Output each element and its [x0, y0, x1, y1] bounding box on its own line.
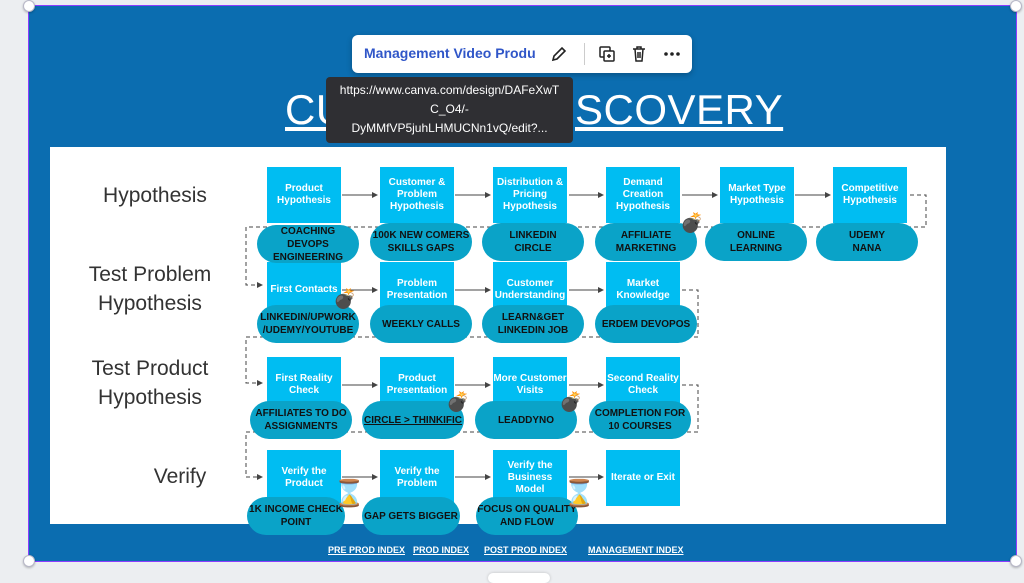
link-pre-prod-index[interactable]: PRE PROD INDEX	[328, 545, 406, 555]
step-box: Customer & Problem Hypothesis	[380, 167, 454, 223]
slide-title-right: SCOVERY	[575, 86, 784, 133]
step-box: Verify the Problem	[380, 450, 454, 506]
bomb-icon: 💣	[680, 213, 704, 234]
step-box: Distribution & Pricing Hypothesis	[493, 167, 567, 223]
annotation-pill[interactable]: FOCUS ON QUALITY AND FLOW	[476, 497, 578, 535]
annotation-pill[interactable]: GAP GETS BIGGER	[362, 497, 460, 535]
step-box: Demand Creation Hypothesis	[606, 167, 680, 223]
row-label-test-product: Test Product Hypothesis	[91, 357, 209, 409]
toolbar-separator	[584, 43, 585, 65]
tooltip-line: C_O4/-	[430, 102, 469, 116]
resize-handle-top-right[interactable]	[1010, 0, 1022, 12]
annotation-pill[interactable]: AFFILIATE MARKETING	[595, 223, 697, 261]
hourglass-icon: ⌛	[563, 478, 596, 508]
pencil-icon[interactable]	[548, 43, 570, 65]
annotation-pill[interactable]: WEEKLY CALLS	[370, 305, 472, 343]
step-box: Verify the Product	[267, 450, 341, 506]
step-box: Competitive Hypothesis	[833, 167, 907, 223]
row-label-verify: Verify	[153, 465, 207, 488]
annotation-pill[interactable]: LINKEDIN CIRCLE	[482, 223, 584, 261]
annotation-pill[interactable]: 1K INCOME CHECK POINT	[247, 497, 345, 535]
annotation-pill[interactable]: UDEMY NANA	[816, 223, 918, 261]
flow-connectors	[245, 192, 927, 480]
url-tooltip: https://www.canva.com/design/DAFeXwT C_O…	[326, 77, 573, 143]
annotation-pill[interactable]: ONLINE LEARNING	[705, 223, 807, 261]
step-box: Iterate or Exit	[606, 450, 680, 506]
resize-handle-bottom-right[interactable]	[1010, 555, 1022, 567]
annotation-pill[interactable]: COACHING DEVOPS ENGINEERING	[257, 225, 359, 263]
annotation-pill[interactable]: CIRCLE > THINKIFIC	[362, 401, 464, 439]
page-scroll-handle[interactable]	[488, 573, 550, 583]
bomb-icon: 💣	[559, 392, 583, 413]
resize-handle-bottom-left[interactable]	[23, 555, 35, 567]
annotation-pill[interactable]: ERDEM DEVOPOS	[595, 305, 697, 343]
hourglass-icon: ⌛	[333, 478, 366, 508]
resize-handle-top-left[interactable]	[23, 0, 35, 12]
trash-icon[interactable]	[628, 43, 650, 65]
tooltip-line: https://www.canva.com/design/DAFeXwT	[339, 83, 560, 97]
more-dots-icon[interactable]	[661, 43, 683, 65]
link-post-prod-index[interactable]: POST PROD INDEX	[484, 545, 568, 555]
annotation-pill[interactable]: LINKEDIN/UPWORK /UDEMY/YOUTUBE	[257, 305, 359, 343]
step-box: Product Hypothesis	[267, 167, 341, 223]
bomb-icon: 💣	[446, 392, 470, 413]
tooltip-line: DyMMfVP5juhLHMUCNn1vQ/edit?...	[351, 121, 548, 135]
link-management-index[interactable]: MANAGEMENT INDEX	[588, 545, 684, 555]
annotation-pill[interactable]: 100K NEW COMERS SKILLS GAPS	[370, 223, 472, 261]
annotation-pill[interactable]: COMPLETION FOR 10 COURSES	[589, 401, 691, 439]
link-prod-index[interactable]: PROD INDEX	[413, 545, 470, 555]
customer-discovery-diagram[interactable]: Hypothesis Test Problem Hypothesis Test …	[50, 147, 946, 535]
bomb-icon: 💣	[333, 289, 357, 310]
step-box: Verify the Business Model	[493, 450, 567, 506]
step-box: Market Type Hypothesis	[720, 167, 794, 223]
duplicate-icon[interactable]	[596, 43, 618, 65]
annotation-pill[interactable]: LEARN&GET LINKEDIN JOB	[482, 305, 584, 343]
annotation-pill[interactable]: AFFILIATES TO DO ASSIGNMENTS	[250, 401, 352, 439]
element-toolbar: Management Video Production	[352, 35, 692, 73]
row-label-hypothesis: Hypothesis	[103, 184, 207, 207]
design-link-name[interactable]: Management Video Production	[364, 45, 536, 61]
annotation-pill[interactable]: LEADDYNO	[475, 401, 577, 439]
row-label-test-problem: Test Problem Hypothesis	[88, 263, 212, 315]
